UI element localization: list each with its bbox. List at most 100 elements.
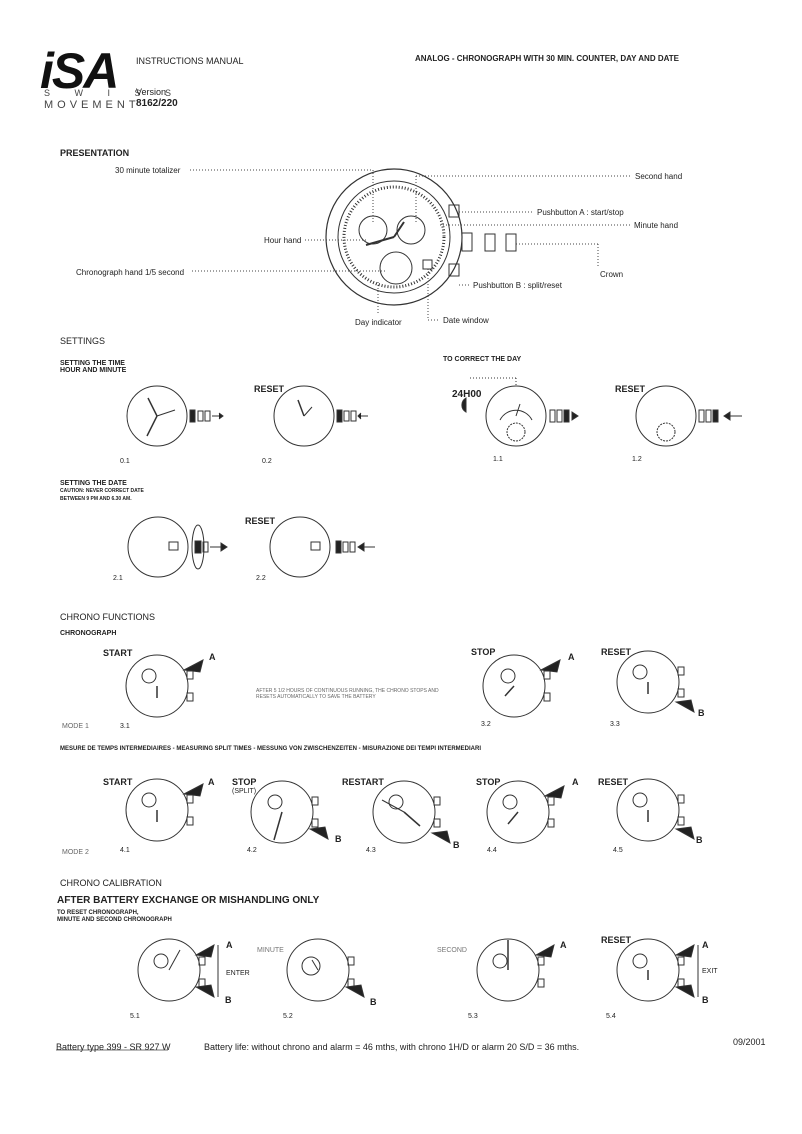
b-label-33: B [698,708,705,718]
a-label-53: A [560,940,567,950]
step-3-2: 3.2 [481,721,491,728]
reset-label-54: RESET [601,935,632,945]
note-line2: RESETS AUTOMATICALLY TO SAVE THE BATTERY [256,694,376,700]
step-3-3: 3.3 [610,721,620,728]
presentation-watch [325,168,517,306]
second-label: SECOND [437,947,467,954]
calibration-warning: AFTER BATTERY EXCHANGE OR MISHANDLING ON… [57,895,320,906]
step-0-2: 0.2 [262,458,272,465]
split-times-title: MESURE DE TEMPS INTERMEDIAIRES - MEASURI… [60,746,482,752]
battery-type: Battery type 399 - SR 927 W [56,1042,171,1052]
chronograph-subtitle: CHRONOGRAPH [60,630,117,637]
label-totalizer: 30 minute totalizer [115,166,181,175]
step-1-1: 1.1 [493,456,503,463]
b-label-52: B [370,997,377,1007]
calibration-title: CHRONO CALIBRATION [60,878,162,888]
watch-0-1 [126,385,224,447]
step-5-3: 5.3 [468,1013,478,1020]
correct-day-title: TO CORRECT THE DAY [443,356,522,363]
step-4-3: 4.3 [366,847,376,854]
reset-label-22: RESET [245,516,276,526]
label-chrono-hand: Chronograph hand 1/5 second [76,268,185,277]
split-label-42: (SPLIT) [232,788,257,795]
setting-date-caution: CAUTION: NEVER CORRECT DATE [60,488,144,494]
b-label-42: B [335,834,342,844]
label-pushbutton-b: Pushbutton B : split/reset [473,281,562,290]
label-crown: Crown [600,270,624,279]
watch-5-2 [286,938,365,1002]
stop-label-44: STOP [476,777,501,787]
watch-1-2 [635,385,742,447]
a-label-32: A [568,652,575,662]
setting-date-between: BETWEEN 9 PM AND 6.30 AM. [60,496,132,502]
watch-3-2 [482,654,561,718]
reset-label-02: RESET [254,384,285,394]
note-line1: AFTER 5 1/2 HOURS OF CONTINUOUS RUNNING,… [256,688,439,694]
step-4-2: 4.2 [247,847,257,854]
step-4-1: 4.1 [120,847,130,854]
mode-2: MODE 2 [62,849,89,856]
a-label-51: A [226,940,233,950]
setting-time-line2: HOUR AND MINUTE [60,367,127,374]
mode-1: MODE 1 [62,723,89,730]
watch-1-1 [461,377,579,447]
step-5-1: 5.1 [130,1013,140,1020]
start-label-41: START [103,777,133,787]
step-3-1: 3.1 [120,723,130,730]
step-5-4: 5.4 [606,1013,616,1020]
watch-4-2 [250,780,329,844]
label-24h: 24H00 [452,389,482,400]
version-number: 8162/220 [136,98,178,109]
minute-label: MINUTE [257,947,284,954]
calibration-line2: MINUTE AND SECOND CHRONOGRAPH [57,917,172,923]
chrono-title: CHRONO FUNCTIONS [60,612,155,622]
step-5-2: 5.2 [283,1013,293,1020]
a-label-44: A [572,777,579,787]
watch-5-4 [616,938,699,1002]
label-pushbutton-a: Pushbutton A : start/stop [537,208,624,217]
watch-5-1 [137,938,219,1002]
document-date: 09/2001 [733,1037,766,1047]
step-0-1: 0.1 [120,458,130,465]
watch-4-4 [486,780,565,844]
calibration-line1: TO RESET CHRONOGRAPH, [57,910,139,916]
enter-label: ENTER [226,970,250,977]
reset-label-33: RESET [601,647,632,657]
watch-4-5 [616,778,695,842]
setting-time-line1: SETTING THE TIME [60,360,125,367]
brand-swiss: S W I S S [44,88,183,98]
manual-title: INSTRUCTIONS MANUAL [136,56,244,66]
label-date-window: Date window [443,316,489,325]
watch-3-3 [616,650,695,714]
watch-2-2 [269,516,375,578]
label-day-indicator: Day indicator [355,318,402,327]
label-second-hand: Second hand [635,172,683,181]
watch-2-1 [127,516,228,578]
label-hour-hand: Hour hand [264,236,302,245]
settings-title: SETTINGS [60,336,106,346]
watch-3-1 [125,654,204,718]
step-4-5: 4.5 [613,847,623,854]
a-label-31: A [209,652,216,662]
step-2-2: 2.2 [256,575,266,582]
setting-date-title: SETTING THE DATE [60,480,127,487]
label-minute-hand: Minute hand [634,221,679,230]
reset-label-45: RESET [598,777,629,787]
reset-label-12: RESET [615,384,646,394]
watch-0-2 [273,385,368,447]
b-label-45: B [696,835,703,845]
a-label-41: A [208,777,215,787]
presentation-title: PRESENTATION [60,148,130,158]
brand-logo: iSA [40,43,119,99]
b-label-54: B [702,995,709,1005]
exit-label: EXIT [702,968,718,975]
start-label-31: START [103,648,133,658]
presentation-leaders [190,169,630,321]
watch-4-3 [372,780,451,844]
step-2-1: 2.1 [113,575,123,582]
step-1-2: 1.2 [632,456,642,463]
stop-label-42: STOP [232,777,257,787]
restart-label-43: RESTART [342,777,384,787]
watch-4-1 [125,778,204,842]
